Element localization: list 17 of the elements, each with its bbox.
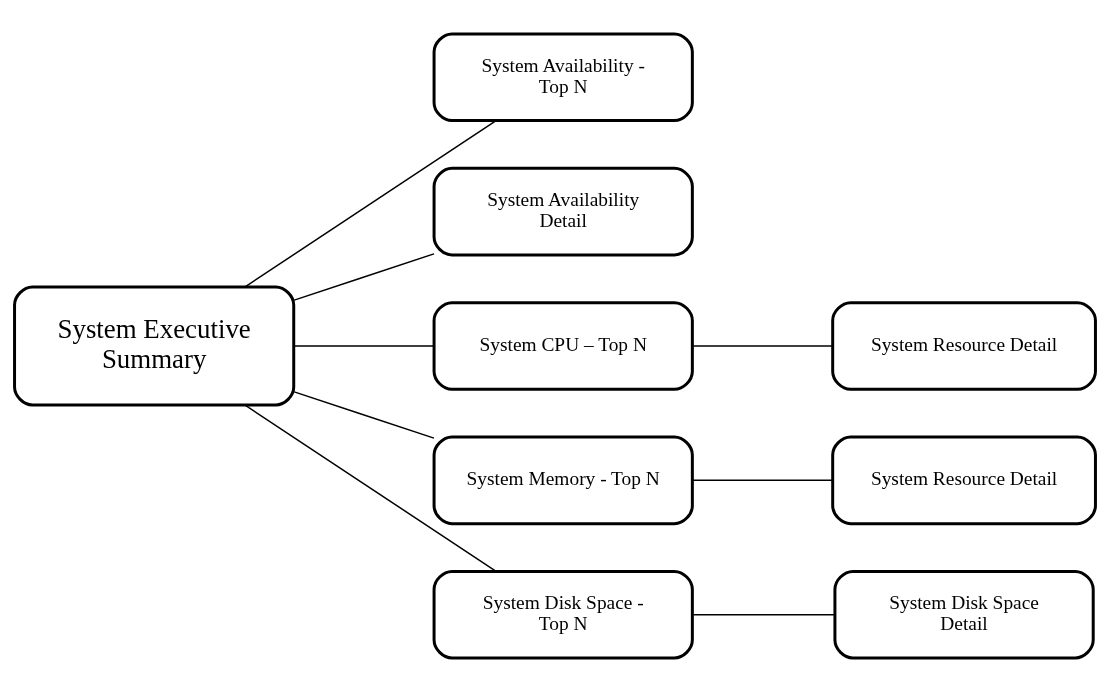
connector — [293, 252, 435, 301]
node-box: System CPU – Top N — [432, 300, 694, 391]
connector — [244, 403, 497, 572]
node-box: System Resource Detail — [831, 300, 1097, 391]
connector — [692, 613, 836, 615]
connector — [692, 344, 833, 347]
node-box: System Availability Detail — [432, 166, 694, 256]
node-box: System Availability - Top N — [432, 31, 694, 122]
connector — [293, 344, 435, 347]
connector — [293, 390, 435, 439]
connector — [692, 479, 833, 481]
node-box: System Memory - Top N — [432, 435, 694, 525]
node-box: System Disk Space - Top N — [432, 569, 694, 660]
connector — [244, 119, 497, 288]
node-box: System Executive Summary — [13, 285, 296, 406]
node-box: System Disk Space Detail — [833, 569, 1095, 660]
node-box: System Resource Detail — [831, 435, 1097, 525]
